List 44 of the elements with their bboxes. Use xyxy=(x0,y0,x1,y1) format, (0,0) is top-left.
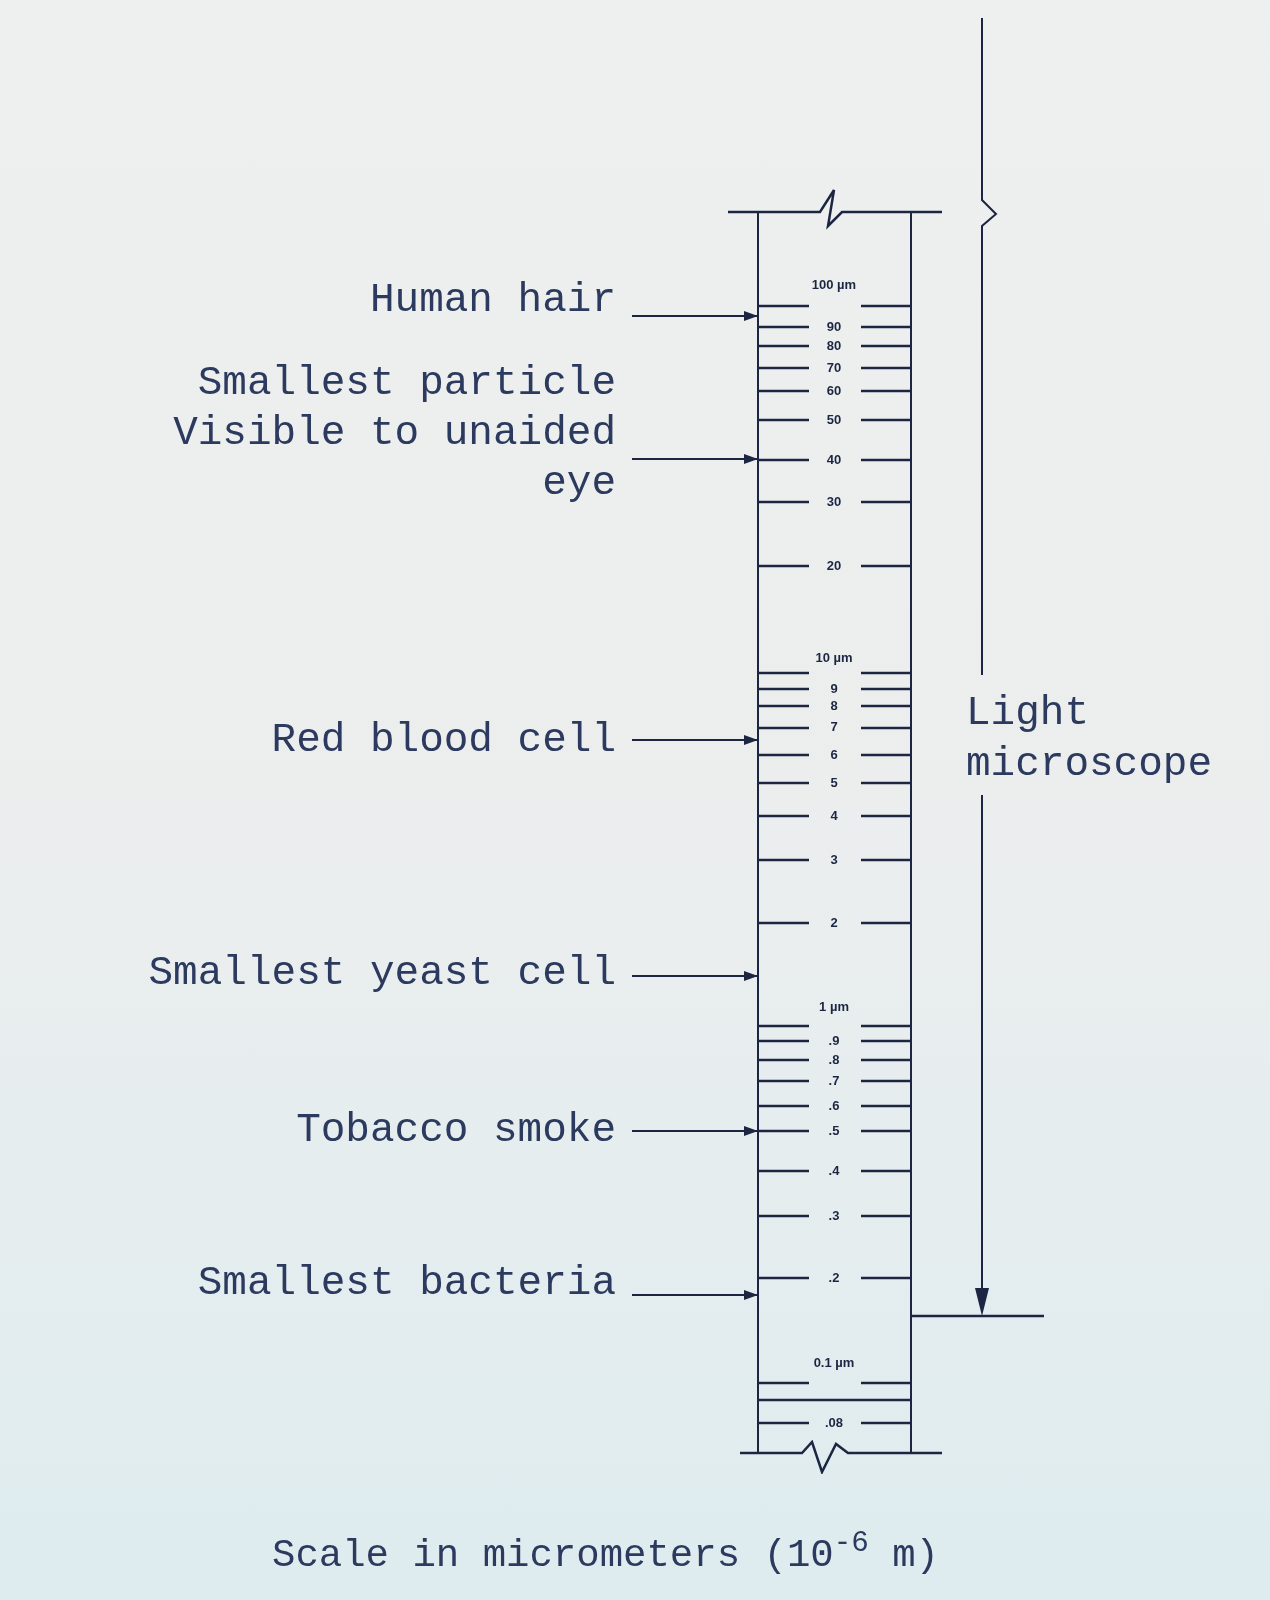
object-label: Human hair xyxy=(369,276,616,325)
tick-label: 40 xyxy=(825,452,843,468)
tick-label: 90 xyxy=(825,319,843,335)
tick-label: .2 xyxy=(827,1270,841,1286)
arrow xyxy=(631,454,758,464)
object-label: Smallest yeast cell xyxy=(148,949,616,998)
object-label: Smallest bacteria xyxy=(197,1259,616,1308)
object-label: Smallest particle Visible to unaided eye xyxy=(172,359,616,508)
tick-label: .4 xyxy=(827,1163,841,1179)
tick-label: 60 xyxy=(825,383,843,399)
range-label: Light microscope xyxy=(966,689,1214,789)
arrow xyxy=(631,971,758,981)
tick-label: 70 xyxy=(825,360,843,376)
tick-label: .08 xyxy=(823,1415,845,1431)
tick-label: .7 xyxy=(827,1073,841,1089)
tick-label: .6 xyxy=(827,1098,841,1114)
tick-label: 50 xyxy=(825,412,843,428)
tick-label: 0.1 µm xyxy=(812,1355,856,1371)
tick-label: 20 xyxy=(825,558,843,574)
tick-label: 10 µm xyxy=(814,650,854,666)
arrow xyxy=(631,311,758,321)
arrow xyxy=(631,735,758,745)
arrow xyxy=(631,1126,758,1136)
object-label: Red blood cell xyxy=(271,716,616,765)
caption: Scale in micrometers (10$^{-6}$ m) xyxy=(272,1526,940,1580)
tick-label: 4 xyxy=(829,808,839,824)
tick-label: .8 xyxy=(827,1052,841,1068)
tick-label: 5 xyxy=(829,775,839,791)
tick-label: 3 xyxy=(829,852,839,868)
tick-label: .9 xyxy=(827,1033,841,1049)
tick-label: .3 xyxy=(827,1208,841,1224)
tick-label: 1 µm xyxy=(818,999,850,1015)
tick-label: 100 µm xyxy=(810,277,858,293)
measurement-scale xyxy=(757,212,912,1453)
object-label: Tobacco smoke xyxy=(296,1106,616,1155)
tick-label: 80 xyxy=(825,338,843,354)
tick-label: 7 xyxy=(829,719,839,735)
tick-label: .5 xyxy=(827,1123,841,1139)
tick-label: 8 xyxy=(829,698,839,714)
tick-label: 9 xyxy=(829,681,839,697)
tick-label: 6 xyxy=(829,747,839,763)
arrow xyxy=(631,1290,758,1300)
tick-label: 2 xyxy=(829,915,839,931)
tick-label: 30 xyxy=(825,494,843,510)
